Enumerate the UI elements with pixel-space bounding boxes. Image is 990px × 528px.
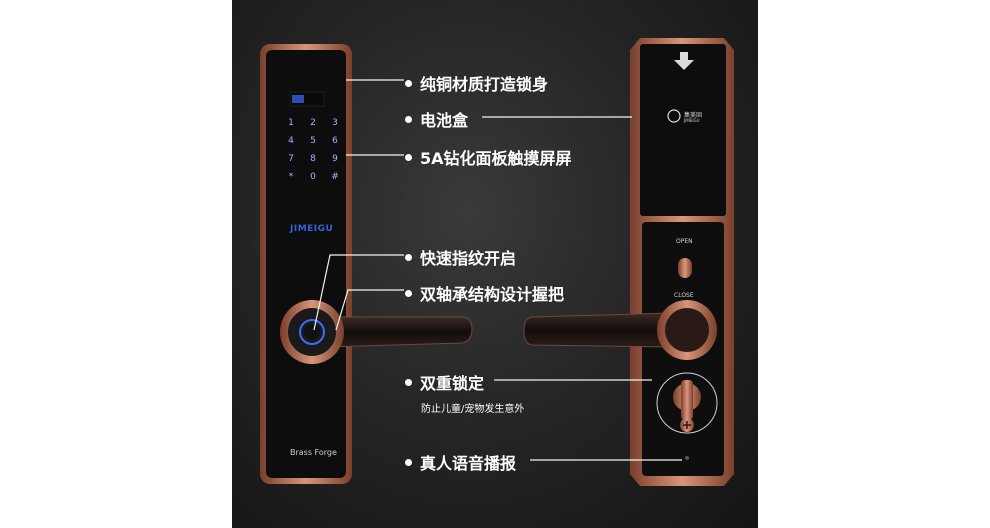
- open-label: OPEN: [676, 238, 693, 245]
- bullet-dot: [405, 80, 412, 87]
- callout-label: 双重锁定: [420, 374, 485, 393]
- front-brand-logo: JIMEIGU: [290, 224, 334, 234]
- bullet-dot: [405, 290, 412, 297]
- front-keypad: 1 2 3 4 5 6 7 8 9 * 0 #: [280, 118, 346, 182]
- callout-label: 双轴承结构设计握把: [420, 285, 565, 304]
- key-8[interactable]: 8: [310, 154, 316, 164]
- callout-handle-bearing: 双轴承结构设计握把: [405, 281, 564, 305]
- bullet-dot: [405, 459, 412, 466]
- callout-voice: 真人语音播报: [405, 450, 516, 474]
- callout-touch-panel: 5A钻化面板触摸屏屏: [405, 145, 572, 169]
- callout-brass-body: 纯铜材质打造锁身: [405, 71, 548, 95]
- front-footer-brand: Brass Forge: [290, 448, 337, 457]
- key-1[interactable]: 1: [288, 118, 294, 128]
- battery-logo-sub: JIMEIGU: [684, 118, 700, 123]
- callout-label: 5A钻化面板触摸屏屏: [420, 149, 572, 168]
- callout-double-lock: 双重锁定 防止儿童/宠物发生意外: [405, 370, 524, 415]
- key-7[interactable]: 7: [288, 154, 294, 164]
- callout-battery-box: 电池盒: [405, 107, 468, 131]
- battery-logo-text: 集美固: [684, 112, 703, 119]
- key-star[interactable]: *: [288, 172, 294, 182]
- front-lock: [260, 44, 473, 484]
- close-label: CLOSE: [674, 292, 694, 299]
- back-lock: [523, 38, 734, 486]
- key-9[interactable]: 9: [332, 154, 338, 164]
- key-hash[interactable]: #: [331, 172, 339, 182]
- bullet-dot: [405, 154, 412, 161]
- key-2[interactable]: 2: [310, 118, 316, 128]
- lock-illustration: [260, 38, 734, 486]
- bullet-dot: [405, 116, 412, 123]
- callout-label: 真人语音播报: [420, 454, 517, 473]
- callout-label: 电池盒: [420, 111, 469, 130]
- key-0[interactable]: 0: [310, 172, 316, 182]
- key-4[interactable]: 4: [288, 136, 294, 146]
- product-stage: 1 2 3 4 5 6 7 8 9 * 0 # JIMEIGU Brass Fo…: [232, 0, 758, 528]
- callout-sublabel: 防止儿童/宠物发生意外: [421, 404, 525, 415]
- key-5[interactable]: 5: [310, 136, 316, 146]
- bullet-dot: [405, 254, 412, 261]
- bullet-dot: [405, 379, 412, 386]
- key-3[interactable]: 3: [332, 118, 338, 128]
- callout-label: 快速指纹开启: [420, 249, 517, 268]
- callout-fingerprint: 快速指纹开启: [405, 245, 516, 269]
- callout-leaders: [313, 79, 682, 461]
- callout-label: 纯铜材质打造锁身: [420, 75, 549, 94]
- key-6[interactable]: 6: [332, 136, 338, 146]
